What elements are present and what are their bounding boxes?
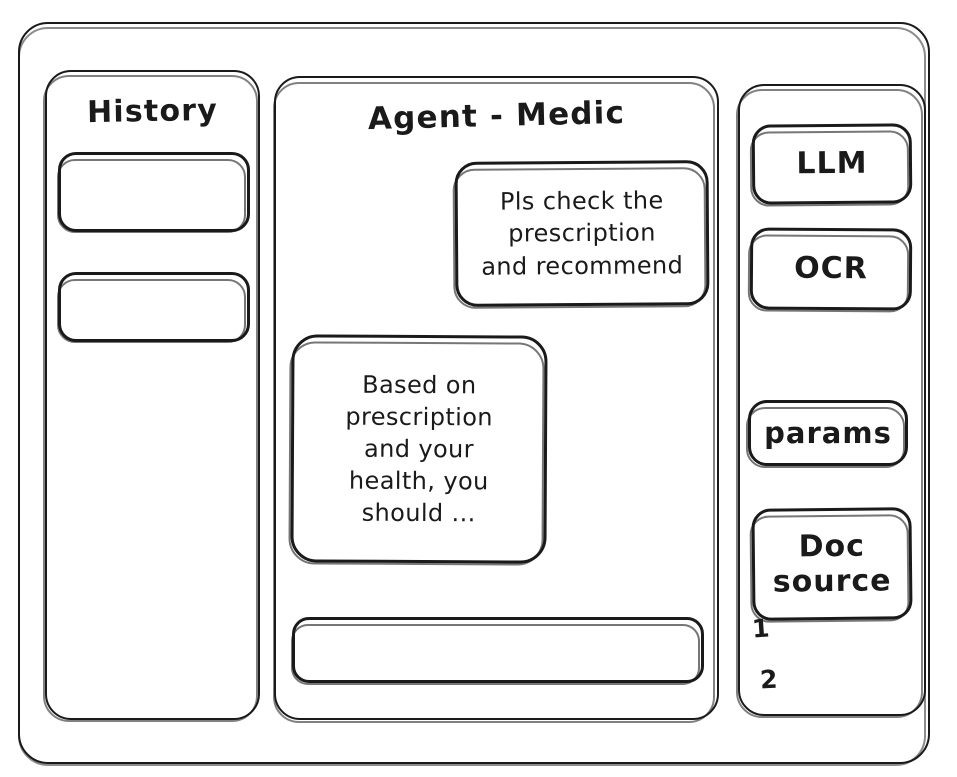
assistant-message-bubble: Based on prescription and your health, y… xyxy=(290,334,548,564)
tool-button-params[interactable]: params xyxy=(746,400,908,468)
doc-source-item-1[interactable]: 1 xyxy=(751,613,771,644)
history-list-item[interactable] xyxy=(57,272,250,343)
tool-button-doc-source[interactable]: Doc source xyxy=(751,507,913,621)
user-message-bubble: Pls check the prescription and recommend xyxy=(454,160,710,307)
tool-button-llm[interactable]: LLM xyxy=(751,123,913,205)
doc-source-item-2[interactable]: 2 xyxy=(759,664,779,695)
history-panel-title: History xyxy=(86,92,219,131)
history-list-item[interactable] xyxy=(57,152,250,233)
tool-button-ocr[interactable]: OCR xyxy=(749,227,913,311)
message-input[interactable] xyxy=(291,617,704,685)
